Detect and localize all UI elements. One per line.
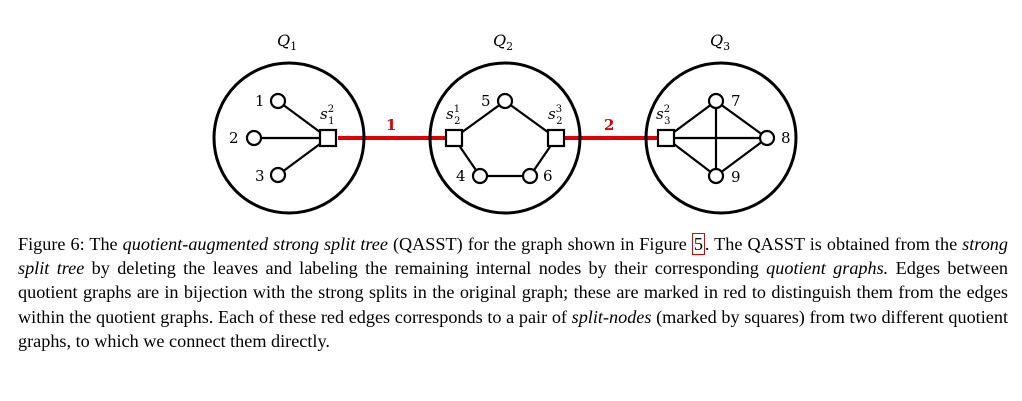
red-edge-label-1: 1 (386, 116, 396, 134)
vertex-label-7: 7 (731, 92, 741, 110)
split-node-s2-3 (546, 128, 566, 148)
vertex-2 (245, 129, 263, 147)
quotient-circle-q1 (212, 61, 366, 215)
vertex-9 (707, 167, 725, 185)
vertex-label-4: 4 (456, 167, 466, 185)
quotient-label-q1: Q1 (277, 31, 297, 53)
split-node-s2-1 (444, 128, 464, 148)
figure-caption: Figure 6: The quotient-augmented strong … (18, 233, 1009, 351)
vertex-label-3: 3 (255, 167, 265, 185)
vertex-label-2: 2 (229, 129, 239, 147)
vertex-6 (521, 167, 539, 185)
figure-number: Figure 6: (18, 234, 85, 254)
quotient-label-q3: Q3 (710, 31, 730, 53)
split-node-s1-2 (318, 128, 338, 148)
vertex-4 (471, 167, 489, 185)
vertex-8 (758, 129, 776, 147)
vertex-label-1: 1 (255, 92, 265, 110)
red-edge-label-2: 2 (604, 116, 614, 134)
quotient-graph-q2 (453, 100, 557, 178)
quotient-graph-q3 (665, 100, 768, 177)
quotient-label-q2: Q2 (493, 31, 513, 53)
quotient-graph-q1 (254, 100, 329, 176)
vertex-label-8: 8 (781, 129, 791, 147)
quotient-circle-q2 (428, 61, 582, 215)
split-node-s3-2 (656, 128, 676, 148)
vertex-label-5: 5 (481, 92, 491, 110)
figure-ref-link[interactable]: 5 (691, 233, 705, 255)
vertex-7 (707, 92, 725, 110)
vertex-1 (269, 92, 287, 110)
vertex-label-6: 6 (543, 167, 553, 185)
quotient-circle-q3 (644, 61, 798, 215)
vertex-3 (269, 166, 287, 184)
vertex-5 (496, 92, 514, 110)
vertex-label-9: 9 (731, 168, 741, 186)
